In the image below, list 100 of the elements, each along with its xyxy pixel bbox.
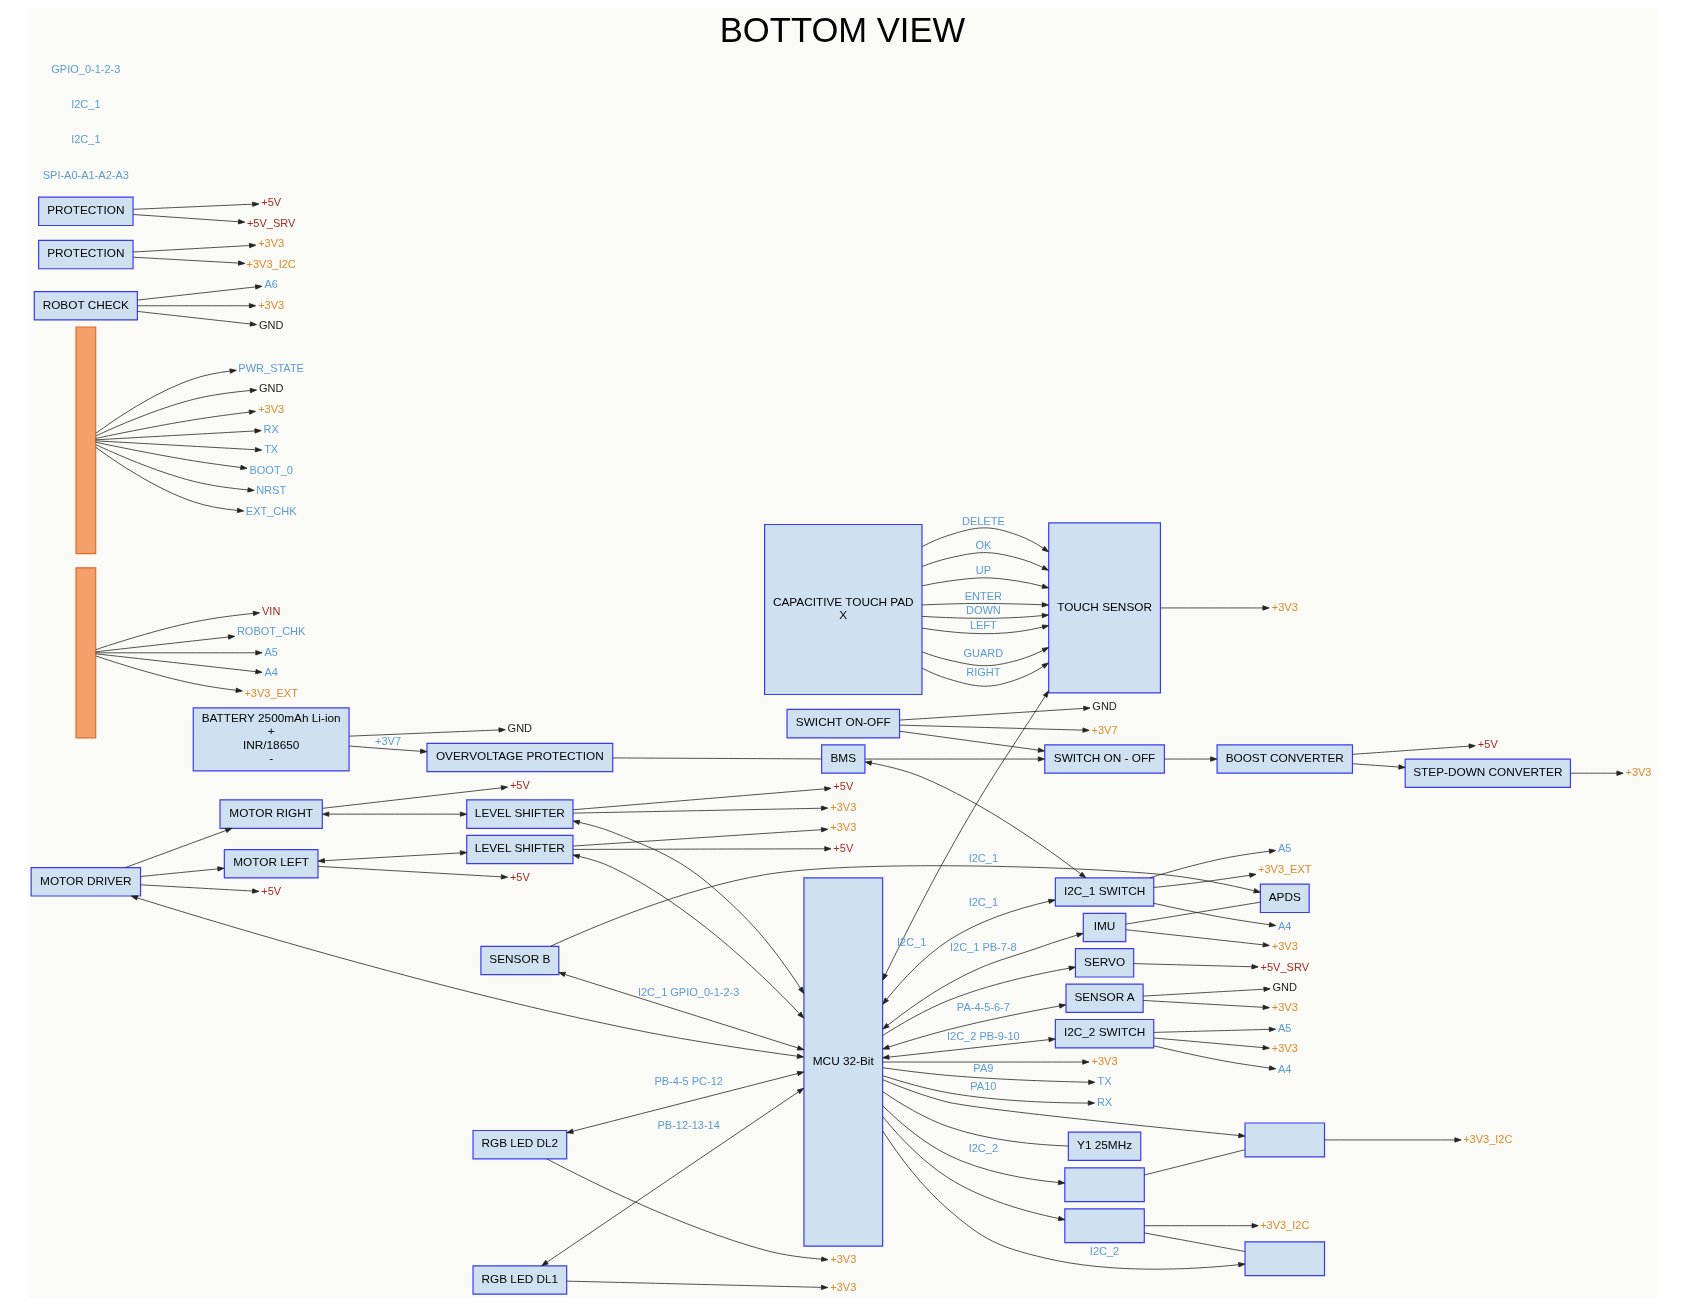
node-box: APDS <box>1259 883 1310 914</box>
node-box: CAPACITIVE TOUCH PAD X <box>763 523 923 696</box>
node-bar <box>74 567 96 739</box>
node-text: +5V <box>832 841 853 854</box>
arrow <box>1153 1026 1276 1033</box>
node-box: SERVO <box>1074 948 1134 978</box>
arrow <box>572 819 804 994</box>
arrow <box>557 971 804 1051</box>
node-text: GND <box>258 382 283 395</box>
node-box: MOTOR RIGHT <box>218 799 323 829</box>
arrow <box>94 444 255 493</box>
node-box: IMU <box>1082 912 1126 943</box>
arrow <box>881 1130 1245 1270</box>
arrow <box>881 1003 1066 1050</box>
node-box: TOUCH SENSOR <box>1047 522 1161 694</box>
arrow <box>921 602 1049 608</box>
edge-label: I2C_1 GPIO_0-1-2-3 <box>637 986 739 999</box>
arrow <box>136 284 262 301</box>
arrow <box>132 256 245 266</box>
edge-label: DELETE <box>961 514 1005 527</box>
node-text: EXT_CHK <box>245 504 297 517</box>
node-text: GND <box>507 722 532 735</box>
node-text: +3V3 <box>1271 940 1298 953</box>
edge-label: ENTER <box>964 590 1002 603</box>
arrow <box>921 662 1049 687</box>
node-box: STEP-DOWN CONVERTER <box>1404 758 1571 788</box>
node-box: SWITCH ON - OFF <box>1043 744 1165 774</box>
arrow <box>545 1158 828 1262</box>
arrow <box>881 1067 1095 1085</box>
node-text: +5V <box>260 884 281 897</box>
arrow <box>921 613 1049 619</box>
node-box: PROTECTION <box>37 239 134 270</box>
arrow <box>921 527 1049 553</box>
arrow <box>95 655 243 693</box>
edge-label: PA-4-5-6-7 <box>956 1001 1010 1014</box>
arrow <box>317 865 508 880</box>
arrow <box>881 1079 1245 1139</box>
arrow <box>881 1037 1056 1060</box>
node-text: A4 <box>1277 919 1291 932</box>
edge-label: +3V7 <box>374 735 401 748</box>
arrow <box>881 932 1084 1030</box>
node-box: SWICHT ON-OFF <box>785 708 900 739</box>
arrow <box>136 303 256 309</box>
node-box: LEVEL SHIFTER <box>465 799 574 829</box>
arrow <box>348 727 506 737</box>
arrow <box>881 898 1055 1005</box>
arrow <box>94 387 257 437</box>
node-box: ROBOT CHECK <box>33 291 138 321</box>
node-text: +3V3_I2C <box>1259 1218 1309 1231</box>
arrow <box>124 827 232 868</box>
node-text: +5V <box>260 196 281 209</box>
arrow <box>881 1059 1089 1065</box>
edge-label: I2C_2 PB-9-10 <box>946 1030 1020 1043</box>
node-text: A4 <box>1277 1062 1291 1075</box>
arrow <box>1351 763 1406 770</box>
arrow <box>94 441 247 471</box>
node-text: A5 <box>263 645 278 658</box>
node-text: +3V7 <box>1091 723 1118 736</box>
node-text: +3V3 <box>257 402 284 415</box>
node-text: A6 <box>263 278 278 291</box>
node-text: +3V3_I2C <box>246 257 296 270</box>
arrow <box>1153 902 1276 928</box>
edge-label: I2C_2 <box>1089 1244 1119 1257</box>
node-text: GND <box>1091 700 1117 713</box>
edge-label: GUARD <box>963 646 1003 659</box>
arrow <box>864 756 1045 762</box>
node-text: +5V <box>1477 737 1498 750</box>
node-box <box>1243 1122 1325 1158</box>
arrow <box>921 577 1049 589</box>
arrow <box>1569 770 1624 776</box>
arrow <box>1152 1045 1276 1071</box>
arrow <box>1142 986 1271 997</box>
connector <box>611 757 822 760</box>
arrow <box>921 552 1049 571</box>
edge-label: PB-12-13-14 <box>656 1119 720 1132</box>
node-text: RX <box>1096 1095 1112 1108</box>
node-text: BOOT_0 <box>248 463 293 476</box>
arrow <box>94 368 237 434</box>
arrow <box>565 1071 804 1134</box>
arrow <box>132 242 256 253</box>
arrow <box>132 201 259 210</box>
arrow <box>881 1105 1065 1186</box>
node-text: A4 <box>263 666 278 679</box>
node-box: I2C_1 SWITCH <box>1054 877 1154 907</box>
diagram-title: BOTTOM VIEW <box>719 11 965 50</box>
node-text: +3V3_I2C <box>1462 1132 1512 1145</box>
node-text: +5V <box>509 778 530 791</box>
arrow <box>572 846 831 852</box>
arrow <box>881 1075 1095 1106</box>
node-text: A5 <box>1277 1021 1291 1034</box>
arrow <box>139 866 224 877</box>
arrow <box>132 214 245 225</box>
arrow <box>1159 605 1270 611</box>
arrow <box>321 811 467 817</box>
connector <box>1143 1149 1245 1176</box>
node-text: +3V3 <box>829 800 856 813</box>
edge-label: LEFT <box>969 618 997 631</box>
edge-label: UP <box>975 564 991 577</box>
arrow <box>95 610 260 650</box>
node-box: OVERVOLTAGE PROTECTION <box>425 742 613 773</box>
